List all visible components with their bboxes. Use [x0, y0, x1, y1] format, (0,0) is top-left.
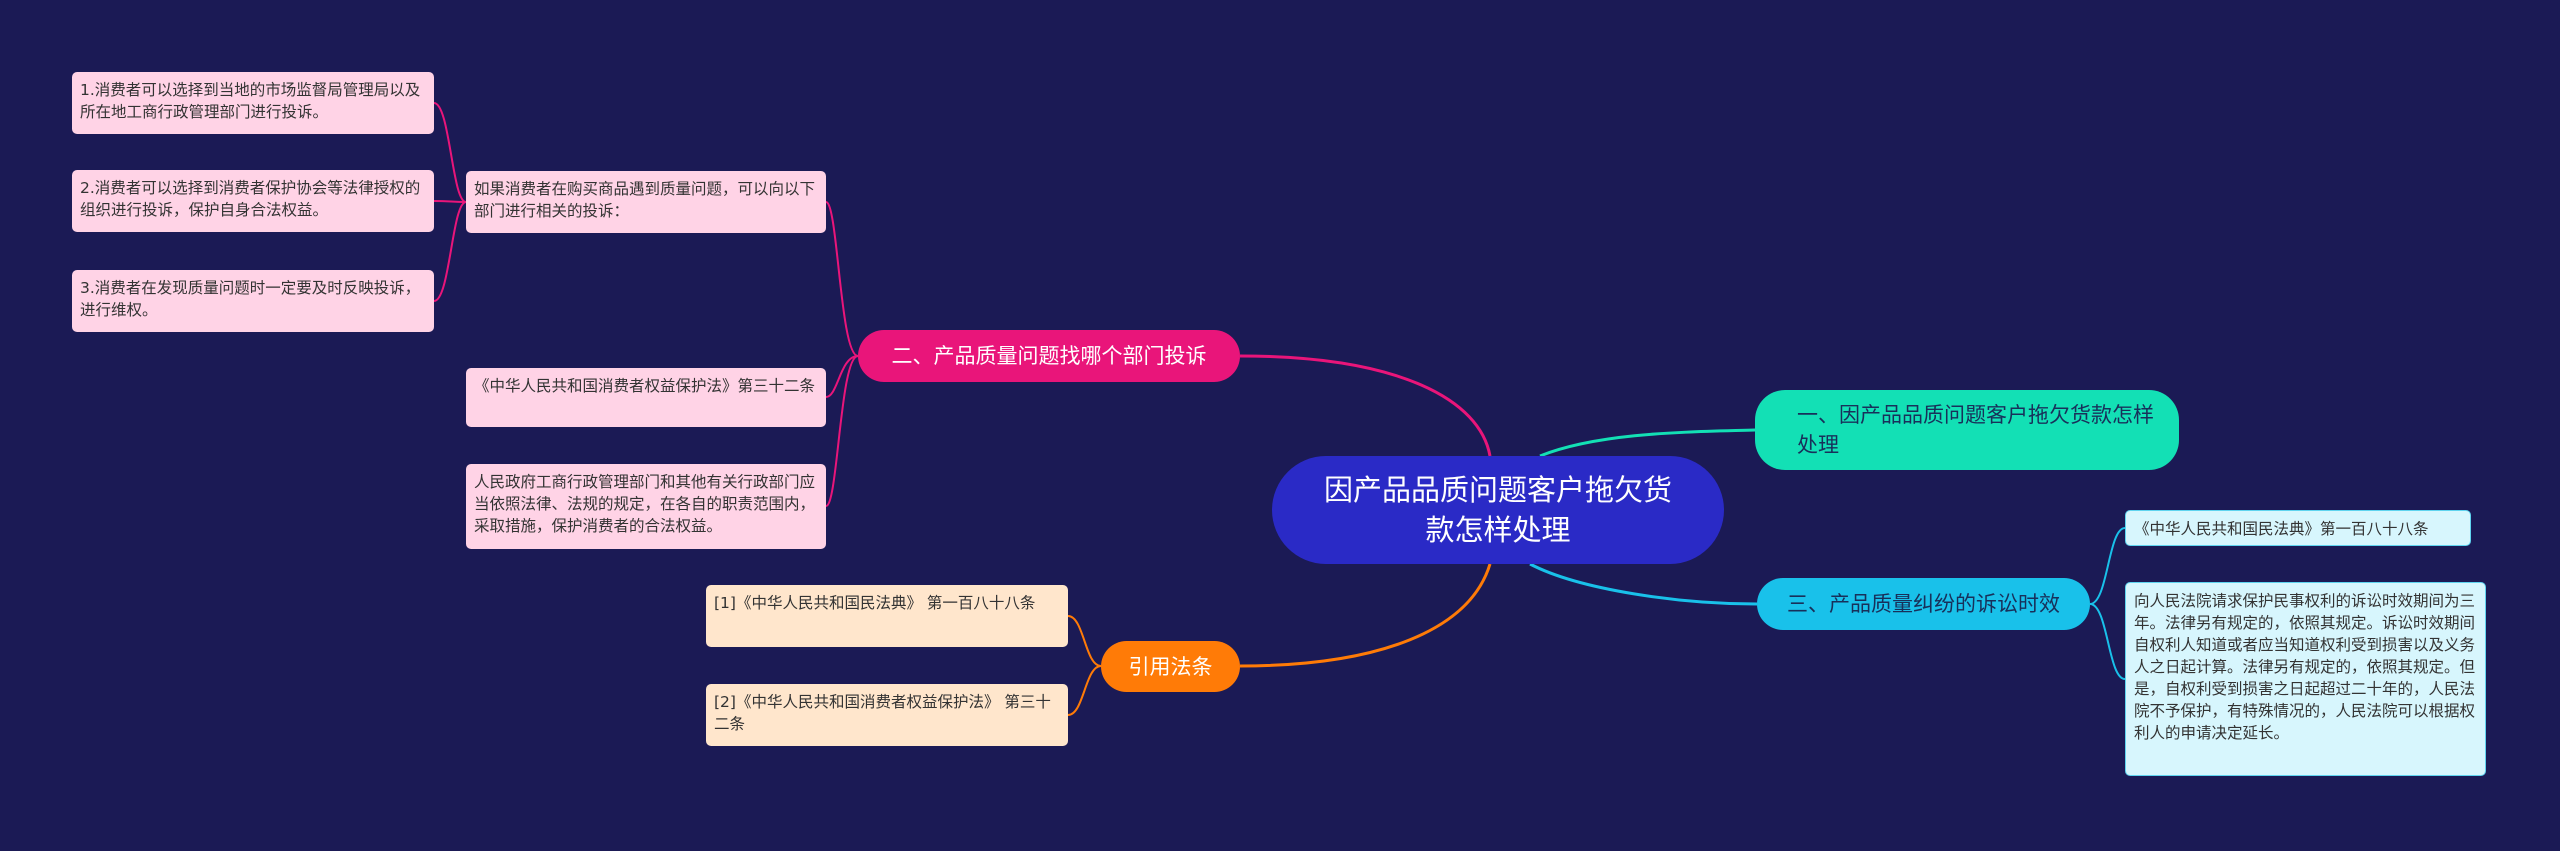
link-b4-l8 — [1067, 665, 1102, 716]
branch-topic-1-label: 一、因产品品质问题客户拖欠货款怎样处理 — [1797, 403, 2154, 457]
leaf-complaint-option-3[interactable]: 3.消费者在发现质量问题时一定要及时反映投诉，进行维权。 — [72, 270, 434, 332]
branch-topic-3-label: 三、产品质量纠纷的诉讼时效 — [1787, 592, 2060, 616]
leaf-consumer-law-article[interactable]: 《中华人民共和国消费者权益保护法》第三十二条 — [466, 368, 826, 427]
link-b2-l5 — [825, 355, 859, 398]
link-root-b4 — [1239, 563, 1492, 668]
link-b2-l6 — [825, 355, 859, 507]
link-l4-l3 — [433, 201, 467, 302]
leaf-citation-2-text: [2]《中华人民共和国消费者权益保护法》 第三十二条 — [714, 693, 1051, 733]
link-b2-l4 — [825, 201, 859, 357]
branch-topic-2[interactable]: 二、产品质量问题找哪个部门投诉 — [858, 330, 1240, 382]
leaf-complaint-intro-text: 如果消费者在购买商品遇到质量问题，可以向以下部门进行相关的投诉： — [474, 180, 816, 220]
link-root-b1 — [1539, 428, 1756, 458]
link-root-b2 — [1239, 354, 1492, 457]
leaf-citation-1-text: [1]《中华人民共和国民法典》 第一百八十八条 — [714, 594, 1036, 612]
branch-topic-2-label: 二、产品质量问题找哪个部门投诉 — [891, 344, 1207, 368]
leaf-complaint-option-1[interactable]: 1.消费者可以选择到当地的市场监督局管理局以及所在地工商行政管理部门进行投诉。 — [72, 72, 434, 134]
branch-topic-cited-laws-label: 引用法条 — [1128, 654, 1213, 679]
leaf-civil-code-article-text: 《中华人民共和国民法典》第一百八十八条 — [2134, 520, 2429, 538]
leaf-limitation-period-content-text: 向人民法院请求保护民事权利的诉讼时效期间为三年。法律另有规定的，依照其规定。诉讼… — [2134, 592, 2476, 742]
leaf-complaint-option-2[interactable]: 2.消费者可以选择到消费者保护协会等法律授权的组织进行投诉，保护自身合法权益。 — [72, 170, 434, 232]
branch-topic-1[interactable]: 一、因产品品质问题客户拖欠货款怎样处理 — [1755, 390, 2179, 470]
leaf-complaint-intro[interactable]: 如果消费者在购买商品遇到质量问题，可以向以下部门进行相关的投诉： — [466, 171, 826, 233]
link-b3-l9 — [2089, 527, 2126, 605]
leaf-citation-2[interactable]: [2]《中华人民共和国消费者权益保护法》 第三十二条 — [706, 684, 1068, 746]
root-topic-label: 因产品品质问题客户拖欠货款怎样处理 — [1323, 473, 1672, 547]
leaf-civil-code-article[interactable]: 《中华人民共和国民法典》第一百八十八条 — [2125, 510, 2471, 546]
link-l4-l2 — [433, 200, 467, 203]
branch-topic-cited-laws[interactable]: 引用法条 — [1101, 641, 1240, 692]
root-topic[interactable]: 因产品品质问题客户拖欠货款怎样处理 — [1272, 456, 1724, 564]
link-root-b3 — [1529, 562, 1758, 606]
link-b4-l7 — [1067, 615, 1102, 667]
leaf-complaint-option-1-text: 1.消费者可以选择到当地的市场监督局管理局以及所在地工商行政管理部门进行投诉。 — [80, 81, 421, 121]
link-l4-l1 — [433, 102, 467, 203]
leaf-consumer-law-article-text: 《中华人民共和国消费者权益保护法》第三十二条 — [474, 377, 816, 395]
leaf-complaint-option-3-text: 3.消费者在发现质量问题时一定要及时反映投诉，进行维权。 — [80, 279, 421, 319]
leaf-consumer-law-content[interactable]: 人民政府工商行政管理部门和其他有关行政部门应当依照法律、法规的规定，在各自的职责… — [466, 464, 826, 549]
branch-topic-3[interactable]: 三、产品质量纠纷的诉讼时效 — [1757, 578, 2090, 630]
leaf-citation-1[interactable]: [1]《中华人民共和国民法典》 第一百八十八条 — [706, 585, 1068, 647]
link-b3-l10 — [2089, 603, 2126, 680]
leaf-consumer-law-content-text: 人民政府工商行政管理部门和其他有关行政部门应当依照法律、法规的规定，在各自的职责… — [474, 473, 816, 535]
leaf-limitation-period-content[interactable]: 向人民法院请求保护民事权利的诉讼时效期间为三年。法律另有规定的，依照其规定。诉讼… — [2125, 582, 2486, 776]
leaf-complaint-option-2-text: 2.消费者可以选择到消费者保护协会等法律授权的组织进行投诉，保护自身合法权益。 — [80, 179, 421, 219]
